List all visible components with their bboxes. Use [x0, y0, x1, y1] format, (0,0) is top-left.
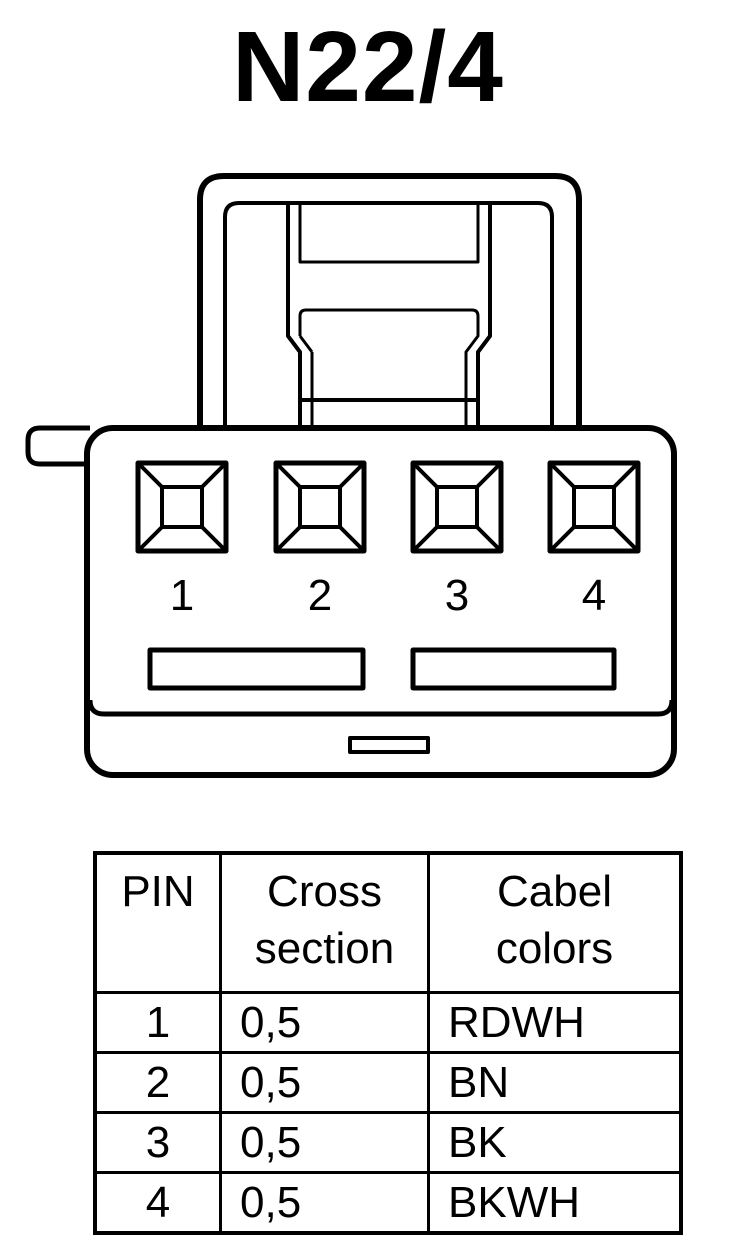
- cell-cross-section: 0,5: [219, 1051, 430, 1114]
- latch-tongue-inner: [298, 205, 480, 264]
- cell-pin: 1: [93, 991, 222, 1054]
- side-tab: [25, 425, 90, 467]
- cell-color: BKWH: [427, 1171, 683, 1235]
- table-row: 3 0,5 BK: [93, 1111, 683, 1174]
- connector-title: N22/4: [232, 11, 504, 123]
- pin-label-2: 2: [308, 571, 332, 620]
- slot-right: [410, 647, 617, 691]
- pin-cavity-1: [135, 460, 229, 554]
- cell-pin: 3: [93, 1111, 222, 1174]
- table-row: 2 0,5 BN: [93, 1051, 683, 1114]
- body-divider: [87, 699, 675, 717]
- cell-cross-section: 0,5: [219, 1111, 430, 1174]
- slot-left: [147, 647, 366, 691]
- cell-color: BN: [427, 1051, 683, 1114]
- bottom-notch: [348, 736, 430, 754]
- latch-inner: [223, 201, 554, 428]
- cell-color: RDWH: [427, 991, 683, 1054]
- table-row: 1 0,5 RDWH: [93, 991, 683, 1054]
- pin-assignment-table: PIN Cross section Cabel colors 1 0,5 RDW…: [93, 851, 683, 1235]
- connector-drawing: 1 2 3 4: [25, 173, 677, 778]
- latch-tongue: [286, 205, 492, 428]
- cell-pin: 4: [93, 1171, 222, 1235]
- cell-cross-section: 0,5: [219, 991, 430, 1054]
- pin-label-4: 4: [582, 571, 606, 620]
- pin-cavity-4: [547, 460, 641, 554]
- cell-color: BK: [427, 1111, 683, 1174]
- header-cable-colors: Cabel colors: [427, 851, 683, 994]
- table-header-row: PIN Cross section Cabel colors: [93, 851, 683, 994]
- pin-cavity-2: [273, 460, 367, 554]
- latch-outer: [197, 173, 582, 428]
- header-pin: PIN: [93, 851, 222, 994]
- pin-label-1: 1: [170, 571, 194, 620]
- header-cross-section: Cross section: [219, 851, 430, 994]
- table-row: 4 0,5 BKWH: [93, 1171, 683, 1235]
- cell-cross-section: 0,5: [219, 1171, 430, 1235]
- pin-label-3: 3: [445, 571, 469, 620]
- cell-pin: 2: [93, 1051, 222, 1114]
- pin-cavity-3: [410, 460, 504, 554]
- latch-tongue-step: [298, 308, 480, 428]
